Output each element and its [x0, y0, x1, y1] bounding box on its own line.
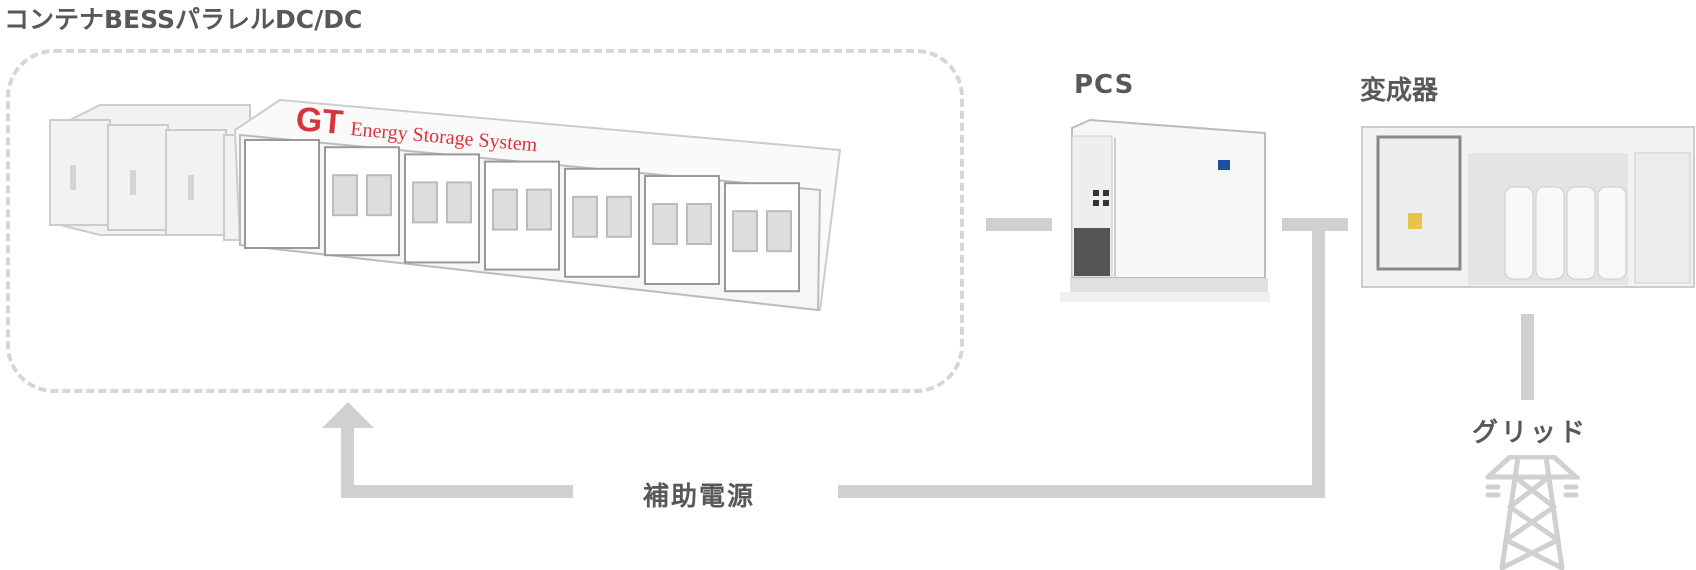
door-vent — [526, 188, 552, 231]
door-vent — [332, 174, 358, 217]
door-vent — [732, 210, 758, 253]
grid-label: グリッド — [1472, 418, 1589, 448]
pcs-label: PCS — [1074, 70, 1135, 100]
aux-power-vertical — [1312, 218, 1325, 498]
door-vent — [686, 203, 712, 245]
door-vent — [606, 195, 632, 238]
arrow-up-icon — [322, 402, 374, 428]
aux-power-horizontal-right — [838, 485, 1325, 498]
door-vent — [412, 181, 438, 224]
aux-power-label: 補助電源 — [643, 482, 756, 512]
transformer-label: 変成器 — [1360, 76, 1439, 106]
connector-bess-pcs — [986, 218, 1052, 231]
bess-container-image: GT Energy Storage System — [49, 98, 842, 312]
door-vent — [572, 195, 598, 238]
diagram-title: コンテナBESSパラレルDC/DC — [4, 5, 363, 34]
power-tower-icon — [1485, 455, 1580, 570]
door-vent — [492, 188, 518, 231]
aux-power-horizontal-left — [341, 485, 573, 498]
connector-transformer-grid — [1521, 314, 1534, 400]
aux-power-up-line — [341, 420, 354, 498]
door-vent — [652, 203, 678, 245]
pcs-image — [1060, 118, 1270, 302]
door-vent — [766, 210, 792, 253]
door-vent — [446, 181, 472, 224]
door-vent — [366, 174, 392, 217]
container-door — [244, 139, 320, 249]
transformer-image — [1361, 126, 1695, 288]
bess-group-boundary — [6, 49, 964, 393]
brand-logo: GT — [294, 100, 345, 142]
